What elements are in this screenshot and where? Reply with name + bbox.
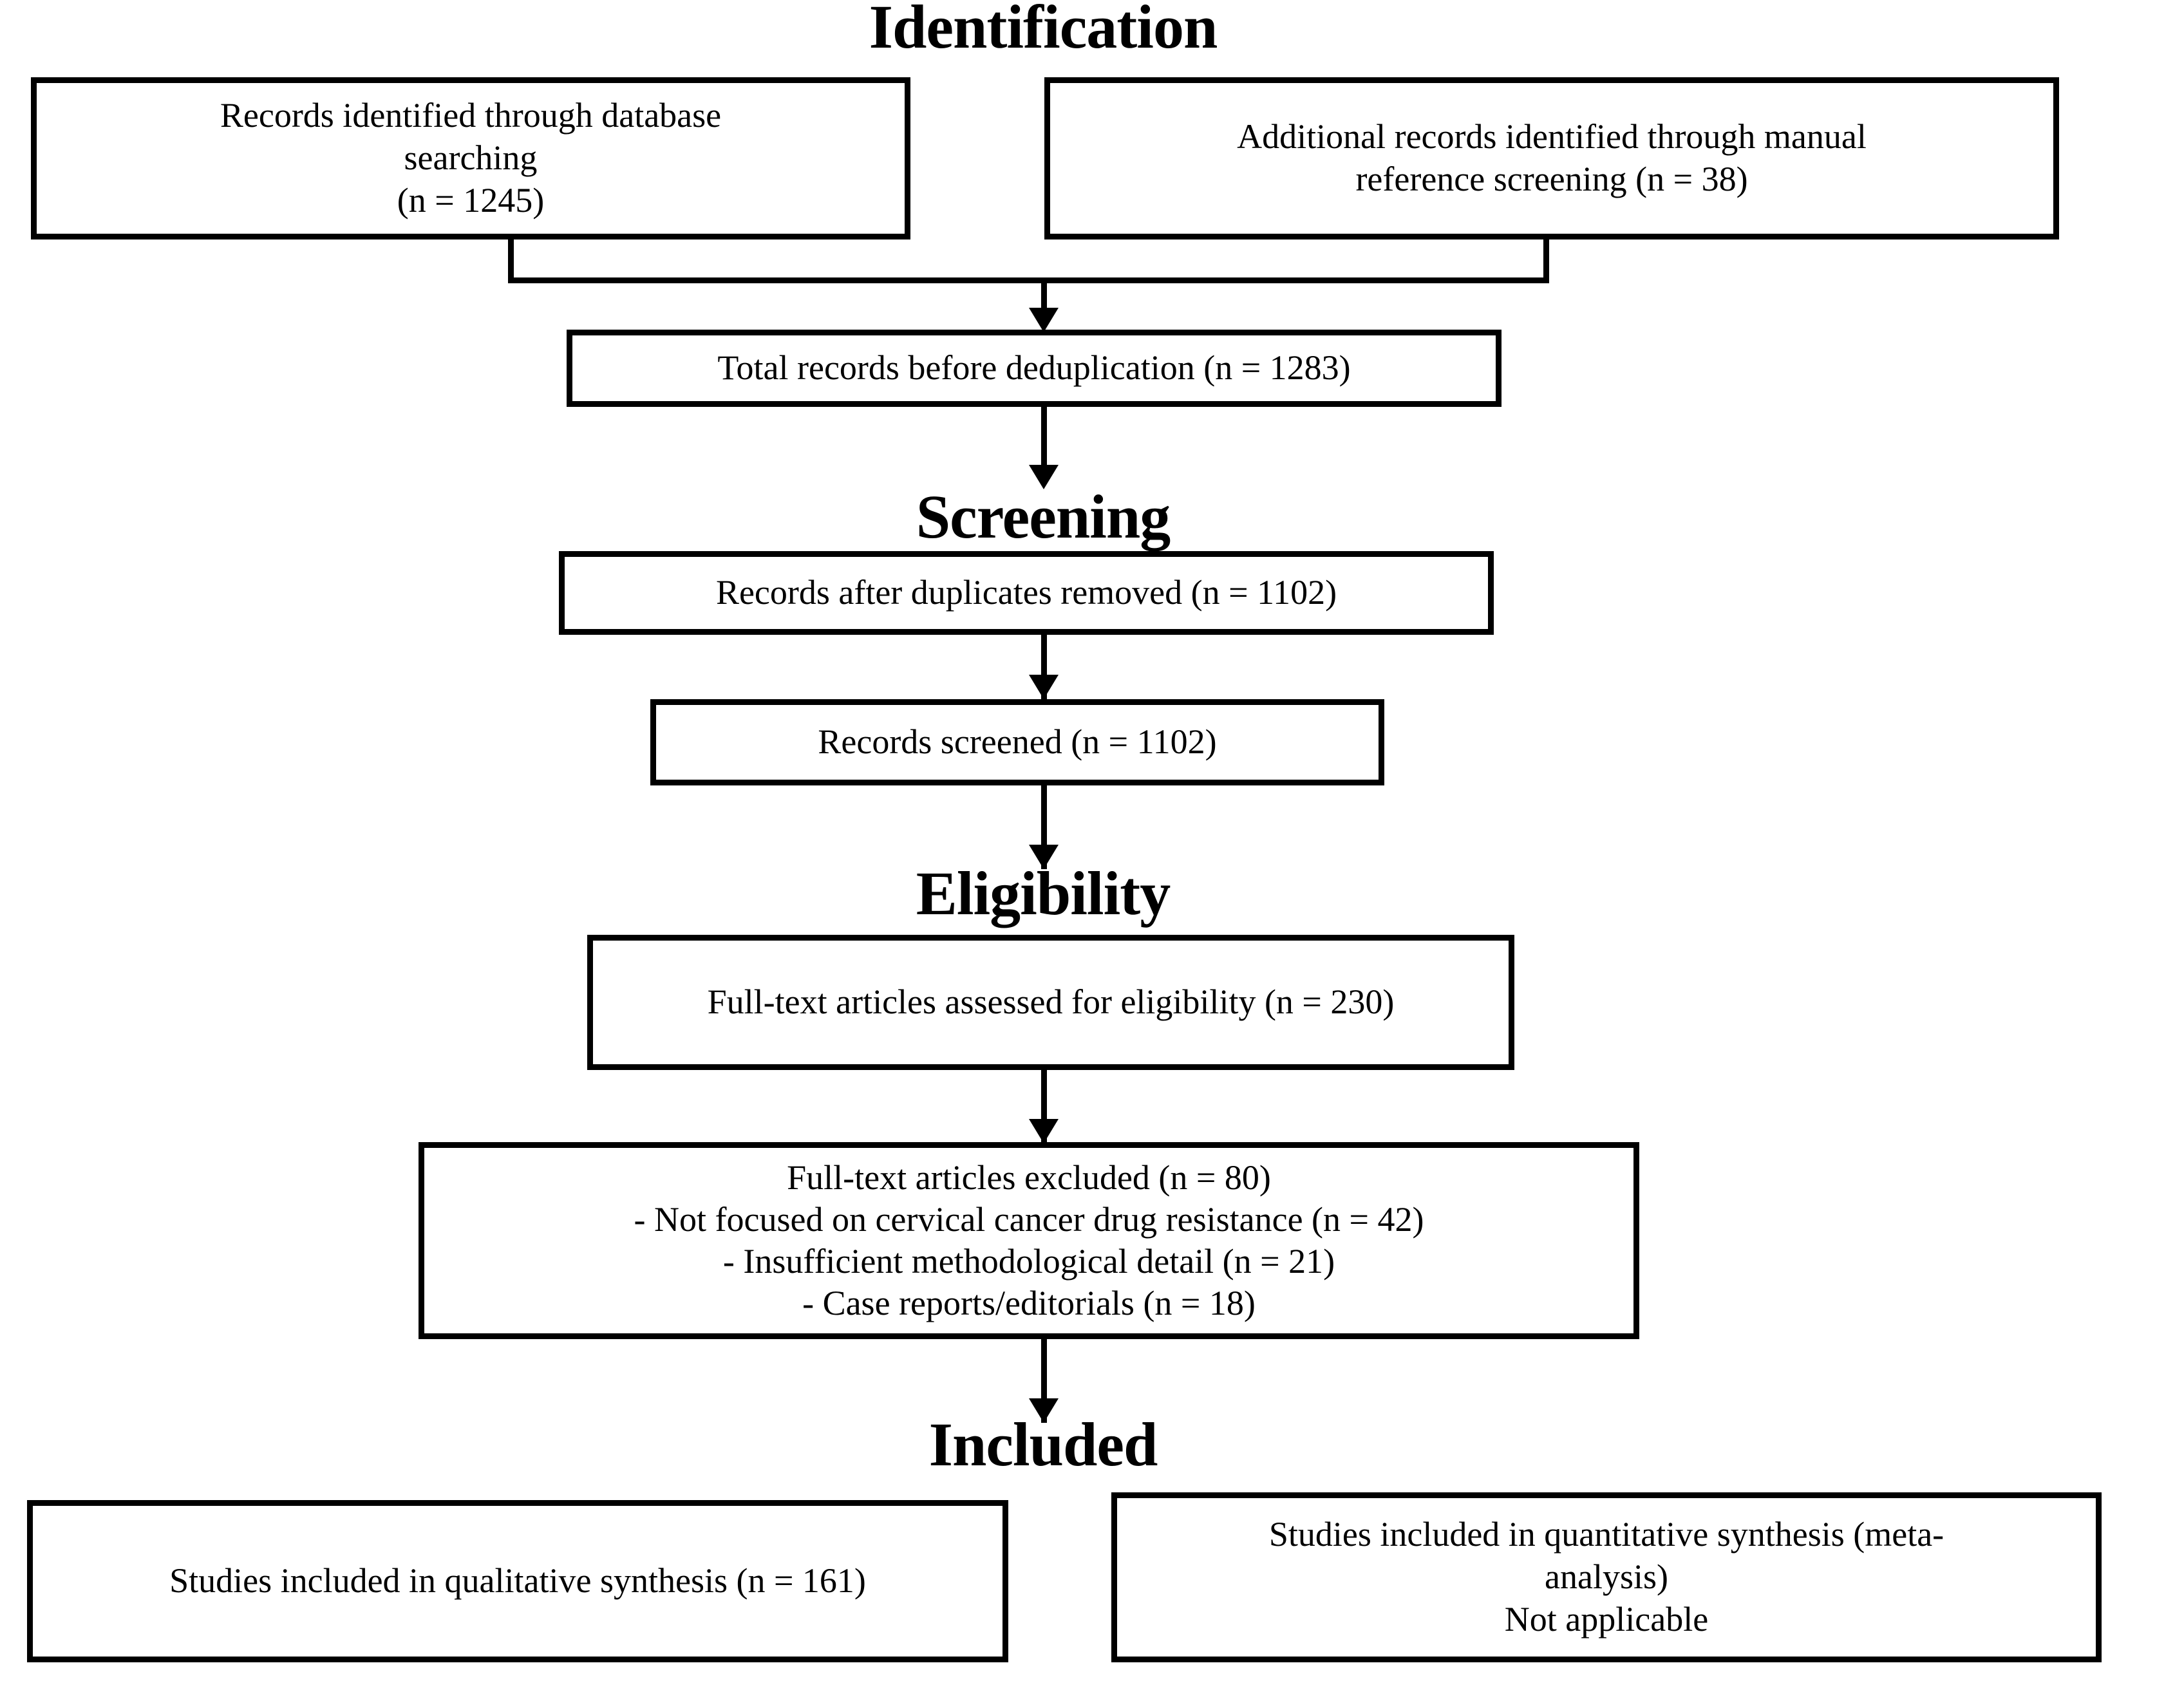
stage-header-screening: Screening	[916, 482, 1171, 551]
node-quantitative-synthesis-label: Studies included in quantitative synthes…	[1268, 1515, 1944, 1638]
arrow-to-fulltext-excluded	[1029, 1119, 1059, 1143]
connector-assessed-to-excluded	[1041, 1070, 1047, 1146]
connector-manual-drop	[1543, 239, 1549, 283]
node-total-before-dedup-label: Total records before deduplication (n = …	[717, 348, 1351, 388]
connector-merge-stem	[1041, 277, 1047, 313]
node-manual-search-label: Additional records identified through ma…	[1237, 117, 1867, 198]
arrow-to-total-records	[1029, 308, 1059, 332]
node-records-screened-label: Records screened (n = 1102)	[818, 722, 1217, 762]
stage-header-included: Included	[928, 1410, 1158, 1479]
arrow-to-screening	[1029, 465, 1059, 489]
node-fulltext-excluded: Full-text articles excluded (n = 80) - N…	[419, 1142, 1639, 1339]
connector-duplicates-to-screened	[1041, 635, 1047, 704]
connector-excluded-to-included	[1041, 1339, 1047, 1423]
node-fulltext-excluded-label: Full-text articles excluded (n = 80) - N…	[634, 1158, 1424, 1322]
node-quantitative-synthesis: Studies included in quantitative synthes…	[1111, 1492, 2102, 1662]
node-after-duplicates: Records after duplicates removed (n = 11…	[559, 551, 1494, 635]
arrow-to-eligibility	[1029, 845, 1059, 869]
connector-screened-to-eligibility	[1041, 785, 1047, 869]
node-database-search-label: Records identified through database sear…	[220, 96, 722, 220]
node-total-before-dedup: Total records before deduplication (n = …	[567, 330, 1502, 407]
node-records-screened: Records screened (n = 1102)	[650, 699, 1384, 785]
connector-database-drop	[508, 239, 514, 283]
node-manual-search: Additional records identified through ma…	[1044, 77, 2059, 239]
stage-header-eligibility: Eligibility	[916, 859, 1171, 928]
connector-total-to-screening	[1041, 407, 1047, 471]
node-database-search: Records identified through database sear…	[31, 77, 910, 239]
node-qualitative-synthesis-label: Studies included in qualitative synthesi…	[169, 1561, 866, 1601]
connector-merge-bar	[508, 277, 1549, 283]
node-qualitative-synthesis: Studies included in qualitative synthesi…	[27, 1500, 1008, 1662]
stage-header-identification: Identification	[869, 0, 1218, 61]
arrow-to-included	[1029, 1398, 1059, 1423]
arrow-to-records-screened	[1029, 675, 1059, 699]
node-after-duplicates-label: Records after duplicates removed (n = 11…	[715, 573, 1337, 612]
node-fulltext-assessed-label: Full-text articles assessed for eligibil…	[707, 982, 1395, 1022]
node-fulltext-assessed: Full-text articles assessed for eligibil…	[587, 935, 1514, 1070]
